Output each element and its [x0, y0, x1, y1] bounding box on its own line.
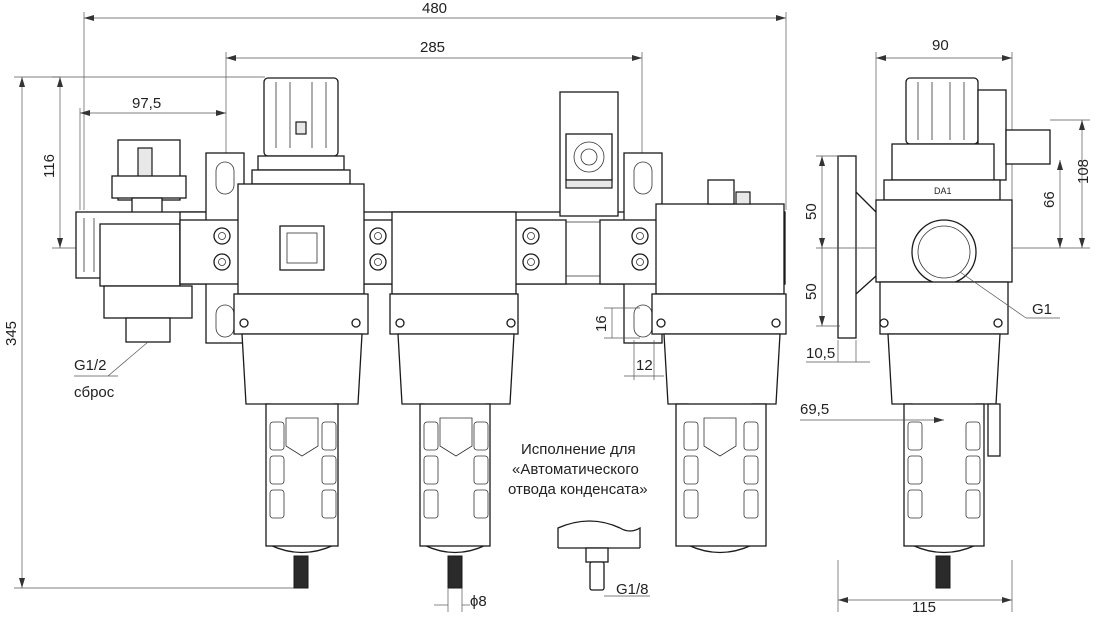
dimension-g1: G1 — [959, 271, 1060, 319]
dimension-12: 12 — [624, 340, 664, 380]
dim-285-label: 285 — [420, 39, 445, 56]
dim-116-label: 116 — [41, 154, 58, 178]
dim-50-lower-label: 50 — [803, 283, 820, 300]
side-view: DA1 — [875, 77, 1051, 589]
dim-16-label: 16 — [593, 315, 610, 332]
auto-drain-detail: G1/8 — [557, 520, 650, 598]
dim-50-upper-label: 50 — [803, 203, 820, 220]
lubricator-unit — [651, 179, 787, 554]
exhaust-port-callout: G1/2 сброс — [74, 341, 149, 401]
dimension-phi8: ϕ8 — [434, 588, 487, 612]
filter-unit — [389, 211, 519, 589]
dimension-97-5: 97,5 — [79, 95, 226, 210]
dimension-69-5: 69,5 — [800, 401, 944, 423]
dim-480-label: 480 — [422, 0, 447, 17]
dim-345-label: 345 — [3, 321, 20, 346]
dim-69-5-label: 69,5 — [800, 401, 829, 418]
exhaust-label: сброс — [74, 384, 115, 401]
dimension-66: 66 — [1041, 160, 1063, 248]
regulator-unit — [233, 77, 369, 335]
dimension-90: 90 — [875, 37, 1013, 200]
g1-port-label: G1 — [1032, 301, 1052, 318]
dim-115-label: 115 — [912, 599, 936, 616]
dim-10-5-label: 10,5 — [806, 345, 835, 362]
auto-drain-port-label: G1/8 — [616, 581, 649, 598]
screws — [213, 227, 649, 271]
dimension-345: 345 — [3, 76, 300, 589]
dimension-50-upper: 50 — [803, 155, 876, 249]
pressure-switch — [559, 91, 619, 217]
dim-108-label: 108 — [1075, 159, 1092, 184]
dimension-285: 285 — [225, 39, 643, 160]
dim-66-label: 66 — [1041, 191, 1058, 208]
note-line-1: Исполнение для — [521, 441, 636, 458]
side-flange — [837, 155, 877, 339]
bowl-1 — [239, 318, 363, 589]
dim-90-label: 90 — [932, 37, 949, 54]
exhaust-port-label: G1/2 — [74, 357, 107, 374]
dimension-16: 16 — [593, 307, 640, 339]
dimension-50-lower: 50 — [803, 248, 840, 327]
dim-12-label: 12 — [636, 357, 653, 374]
dimension-10-5: 10,5 — [806, 340, 870, 363]
dimension-115: 115 — [837, 560, 1013, 616]
dim-97-5-label: 97,5 — [132, 95, 161, 112]
dim-phi8-label: ϕ8 — [470, 593, 487, 610]
side-label: DA1 — [934, 186, 952, 196]
note-line-3: отвода конденсата» — [508, 481, 648, 498]
note-line-2: «Автоматического — [512, 461, 639, 478]
dimension-480: 480 — [83, 0, 787, 210]
dimension-108: 108 — [1012, 119, 1092, 249]
